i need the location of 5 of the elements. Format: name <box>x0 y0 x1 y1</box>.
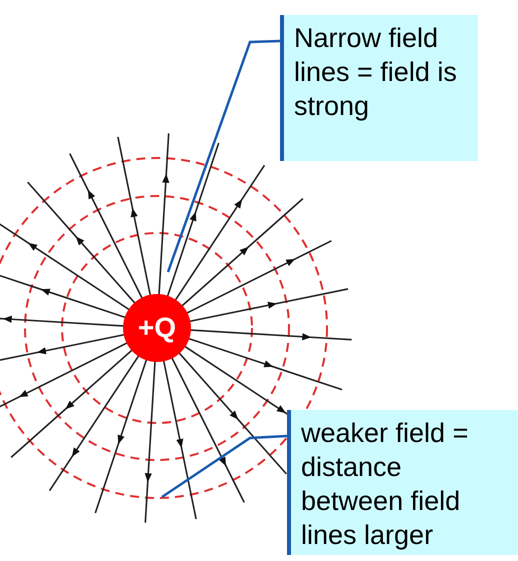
charge-circle: +Q <box>123 294 191 362</box>
leader-line <box>161 434 288 498</box>
callout-box: weaker field = distance between field lines larger <box>287 410 518 555</box>
leader-line <box>166 40 280 272</box>
callout-box: Narrow field lines = field is strong <box>280 15 478 161</box>
